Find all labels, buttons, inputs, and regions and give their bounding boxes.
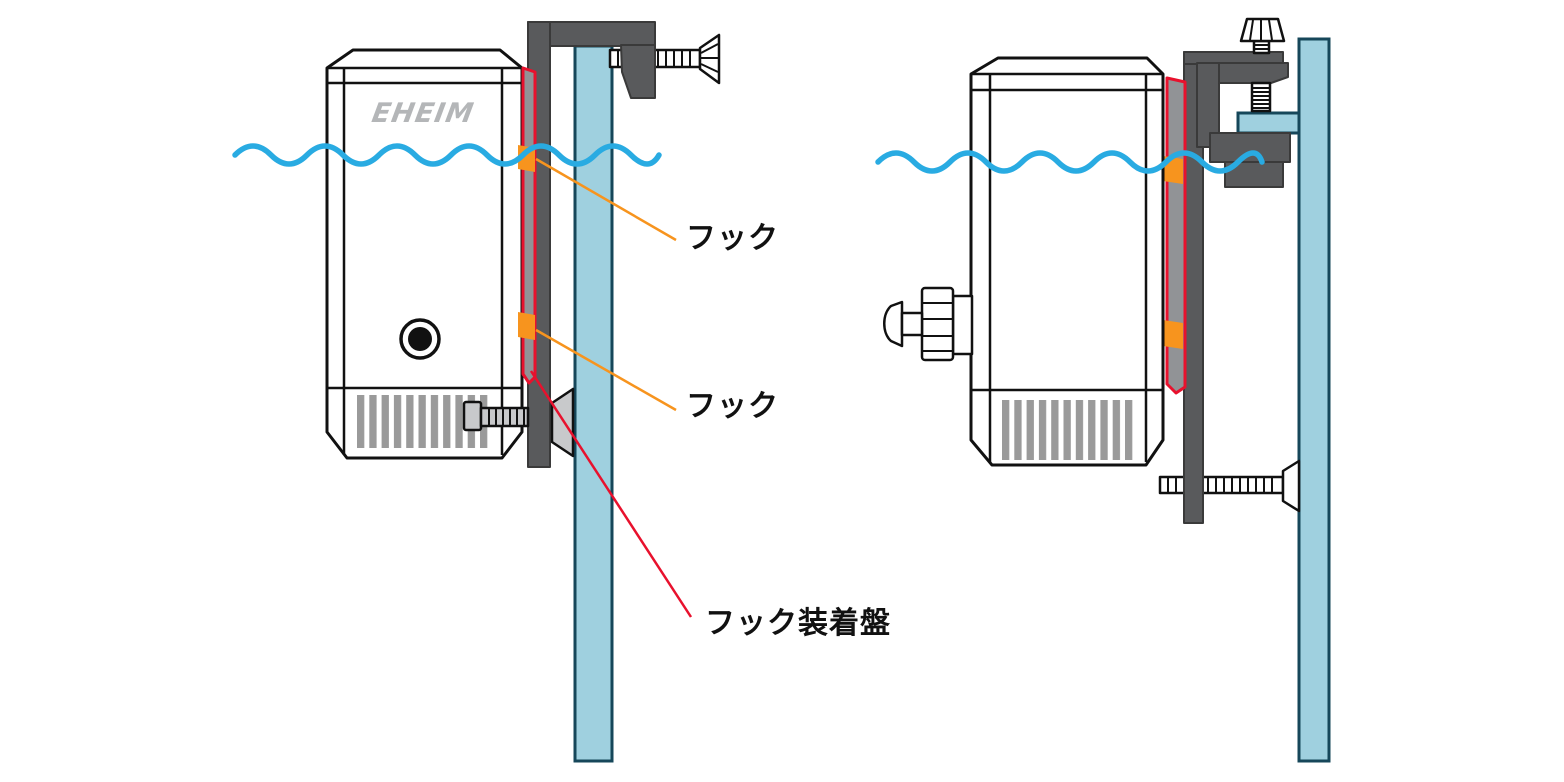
right-tank-rim	[1236, 111, 1304, 135]
label-hook-mid: フック	[686, 389, 779, 424]
right-water-line	[875, 150, 1265, 174]
right-hook-bottom	[1163, 320, 1183, 349]
left-view	[232, 21, 721, 763]
left-wing-nut	[698, 33, 721, 85]
right-view	[875, 17, 1331, 763]
right-tank-clamp	[1183, 17, 1291, 188]
leader-hook-mid	[535, 328, 677, 412]
left-hook-bottom	[518, 312, 535, 340]
right-suction-cup	[1281, 459, 1301, 513]
eheim-logo: EHEIM	[369, 98, 477, 129]
left-water-line	[232, 143, 662, 167]
left-filter-body	[325, 48, 524, 460]
right-thumb-screw	[1239, 17, 1286, 55]
right-clamp-screw	[1250, 81, 1272, 113]
right-glass-panel	[1297, 37, 1331, 763]
left-suction-cup	[550, 387, 575, 458]
right-outlet-grille	[1002, 400, 1137, 460]
left-clamp-arm	[620, 44, 656, 99]
label-hook-plate: フック装着盤	[705, 606, 891, 641]
right-suction-screw	[1158, 459, 1301, 513]
right-filter-body	[969, 56, 1165, 467]
label-hook-top: フック	[686, 221, 779, 256]
leader-hook-top	[535, 157, 677, 242]
left-suction-screw	[462, 387, 575, 458]
leader-hook-plate	[529, 370, 693, 618]
right-outlet-nozzle	[883, 286, 974, 362]
